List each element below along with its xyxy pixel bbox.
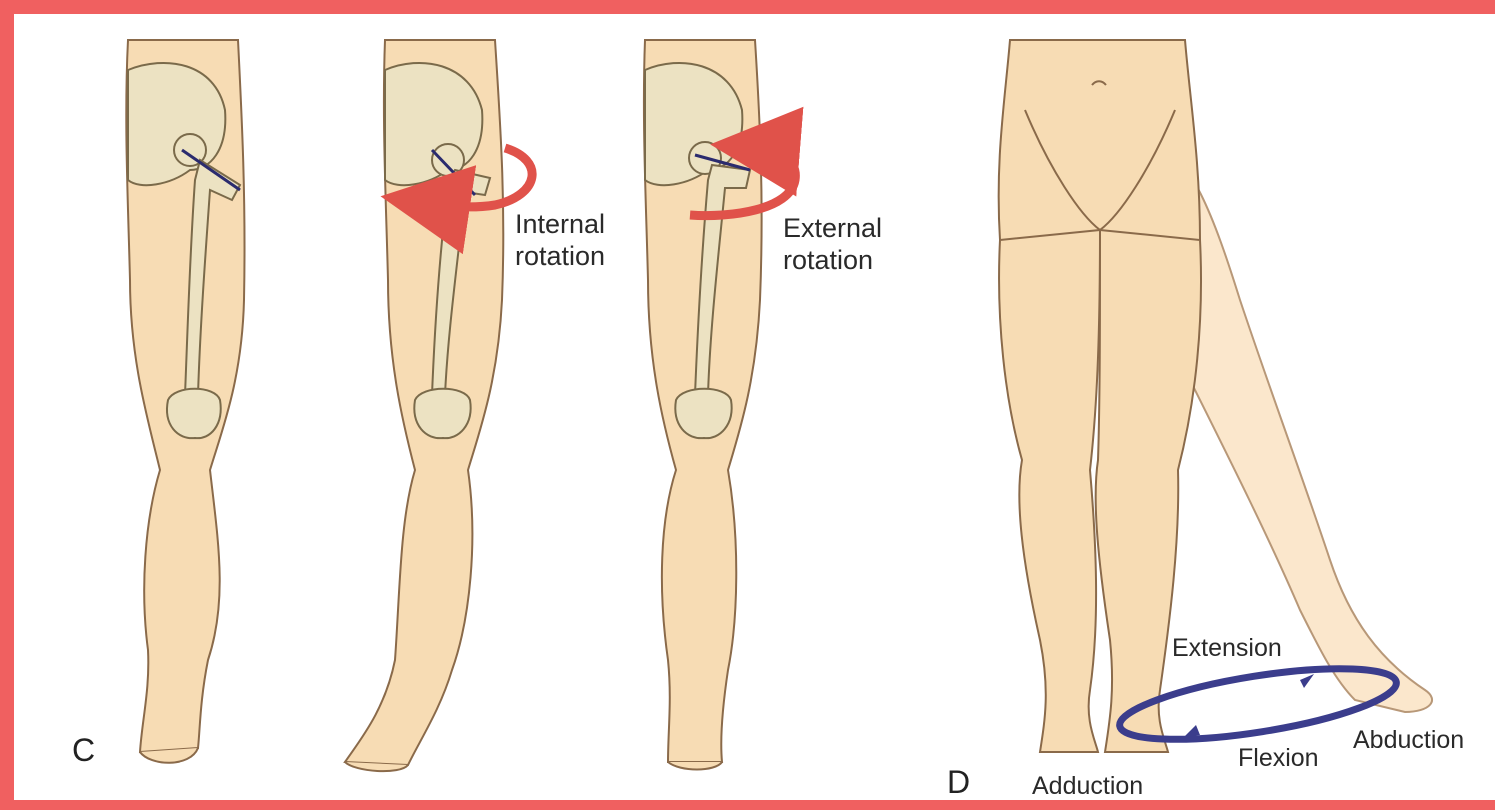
left-leg: [999, 230, 1100, 752]
internal-rotation-line-1: Internal: [515, 208, 605, 240]
flexion-label: Flexion: [1238, 742, 1319, 774]
leg-neutral: [126, 40, 244, 763]
external-rotation-label: External rotation: [783, 212, 882, 276]
external-rotation-line-1: External: [783, 212, 882, 244]
external-rotation-line-2: rotation: [783, 244, 882, 276]
internal-rotation-label: Internal rotation: [515, 208, 605, 272]
right-leg: [1096, 230, 1201, 752]
panel-c-letter: C: [72, 734, 95, 766]
extension-arrowhead: [1300, 674, 1314, 688]
adduction-label: Adduction: [1032, 770, 1143, 802]
foot: [668, 762, 722, 770]
leg-external-rotation: [644, 40, 795, 770]
abduction-label: Abduction: [1353, 724, 1464, 756]
internal-rotation-line-2: rotation: [515, 240, 605, 272]
panel-d-letter: D: [947, 766, 970, 798]
leg-internal-rotation: [345, 40, 532, 771]
extension-label: Extension: [1172, 632, 1282, 664]
flexion-arrowhead: [1184, 725, 1200, 737]
